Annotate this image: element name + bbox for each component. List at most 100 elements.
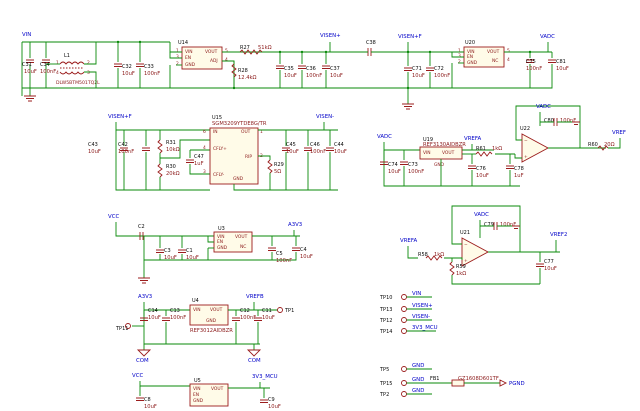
c79-value: 100nF [500,222,516,228]
net-label-vrefa-2[interactable]: VREFA [400,238,417,244]
c11-value: 10uF [262,315,275,321]
u21-opamp[interactable]: U21 − + [460,230,489,267]
c42-ref[interactable]: C42 [118,142,128,148]
tp12-row[interactable]: TP12 VISEN- [379,314,432,324]
u20-ldo[interactable]: U20 VIN EN GND VOUT NC 1 3 2 5 4 [458,40,510,68]
net-label-vrefb[interactable]: VREFB [246,294,264,300]
c45-ref[interactable]: C45 [286,142,296,148]
u4-reference[interactable]: U4 VIN VOUT GND REF3012AIDBZR [189,298,233,334]
r60-ref[interactable]: R60 [588,142,598,148]
u14-ref: U14 [178,40,188,46]
c36-ref[interactable]: C36 [306,66,316,72]
tp1-label[interactable]: TP1 [284,308,294,314]
c31-ref[interactable]: C31 [22,62,32,68]
tp14-row[interactable]: TP14 3V3_MCU [379,325,438,335]
net-label-vin[interactable]: VIN [22,32,31,38]
net-label-a3v3-2[interactable]: A3V3 [138,294,152,300]
net-label-visen-plus-f-2[interactable]: VISEN+F [108,114,132,120]
tp10-row[interactable]: TP10 VIN [379,291,432,301]
tp12-label: TP12 [379,318,392,324]
c47-ref[interactable]: C47 [194,154,204,160]
tp13-row[interactable]: TP13 VISEN+ [379,303,433,313]
c37-ref[interactable]: C37 [330,66,340,72]
tp11-label[interactable]: TP11 [115,326,128,332]
r29-ref[interactable]: R29 [274,162,284,168]
svg-text:6: 6 [203,129,206,135]
r30-ref[interactable]: R30 [166,164,176,170]
c75-ref[interactable]: C75 [526,59,536,65]
u19-reference[interactable]: U19 REF3130AIDBZR VIN VOUT GND [419,137,466,168]
c81-ref[interactable]: C81 [556,59,566,65]
reference-buffer-section: VADC C74 10uF C73 100nF U19 REF3130AIDBZ… [377,104,626,187]
net-label-vadc[interactable]: VADC [540,34,555,40]
u15-charge-pump[interactable]: U15 SGM3209YTDE8G/TR IN OUT CFLY+ RIP CF… [203,115,267,185]
net-label-vadc-u21[interactable]: VADC [474,212,489,218]
u5-ldo[interactable]: U5 VIN EN GND VOUT [189,378,229,407]
svg-text:CFLY-: CFLY- [213,172,225,178]
c73-ref[interactable]: C73 [408,162,418,168]
u3-ldo[interactable]: U3 VIN EN GND VOUT NC [213,226,253,253]
net-label-pgnd[interactable]: PGND [509,381,525,387]
r27-ref[interactable]: R27 [240,45,250,51]
net-label-visen-plus-f[interactable]: VISEN+F [398,34,422,40]
tp5-net: GND [412,363,424,369]
net-label-vcc[interactable]: VCC [108,214,119,220]
c2-ref[interactable]: C2 [138,224,145,230]
net-label-com-2[interactable]: COM [248,358,261,364]
svg-text:GND: GND [467,60,478,66]
u14-ldo[interactable]: U14 VIN EN GND VOUT ADJ 1 3 2 5 4 [176,40,228,70]
c12-ref[interactable]: C12 [240,308,250,314]
r28-value: 12.4kΩ [238,75,257,81]
net-label-visen-minus[interactable]: VISEN- [316,114,334,120]
c14-ref[interactable]: C14 [148,308,158,314]
svg-text:VOUT: VOUT [205,49,218,55]
c46-ref[interactable]: C46 [310,142,320,148]
r31-ref[interactable]: R31 [166,140,176,146]
c79-ref[interactable]: C79 [484,222,494,228]
net-label-vref[interactable]: VREF [612,130,626,136]
c44-ref[interactable]: C44 [334,142,344,148]
net-label-vcc-2[interactable]: VCC [132,373,143,379]
tp5-row[interactable]: TP5 GND [379,363,432,373]
c76-ref[interactable]: C76 [476,166,486,172]
l1-choke[interactable]: L1 1 4 2 3 DLW5BTM501TQ2L [56,53,100,86]
r59-ref[interactable]: R59 [456,264,466,270]
c43-ref[interactable]: C43 [88,142,98,148]
net-label-visen-plus[interactable]: VISEN+ [320,33,341,39]
net-label-vadc-u22[interactable]: VADC [536,104,551,110]
c9-ref[interactable]: C9 [268,397,275,403]
c4-ref[interactable]: C4 [300,247,307,253]
u22-opamp[interactable]: U22 − + [520,126,549,163]
c13-ref[interactable]: C13 [170,308,180,314]
c1-ref[interactable]: C1 [186,248,193,254]
net-label-3v3-mcu[interactable]: 3V3_MCU [252,374,278,380]
tp15-row[interactable]: TP15 GND FB1 GZ1608D601TF PGND [379,376,525,387]
net-label-vref2[interactable]: VREF2 [550,232,567,238]
c8-ref[interactable]: C8 [144,397,151,403]
c32-ref[interactable]: C32 [122,64,132,70]
c35-ref[interactable]: C35 [284,66,294,72]
c80-ref[interactable]: C80 [544,118,554,124]
r58-ref[interactable]: R58 [418,252,428,258]
c34-ref[interactable]: C34 [40,62,50,68]
net-label-vrefa[interactable]: VREFA [464,136,481,142]
c74-ref[interactable]: C74 [388,162,398,168]
c5-ref[interactable]: C5 [276,251,283,257]
c11-ref[interactable]: C11 [262,308,272,314]
c77-ref[interactable]: C77 [544,259,554,265]
c71-ref[interactable]: C71 [412,66,422,72]
c72-ref[interactable]: C72 [434,66,444,72]
c3-ref[interactable]: C3 [164,248,171,254]
input-filter-section: VIN C31 10uF C34 100nF L1 1 4 2 3 DLW5BT… [21,32,569,110]
c78-ref[interactable]: C78 [514,166,524,172]
net-label-a3v3[interactable]: A3V3 [288,222,302,228]
c38-ref[interactable]: C38 [366,40,376,46]
net-label-vadc-2[interactable]: VADC [377,134,392,140]
c33-ref[interactable]: C33 [144,64,154,70]
r28-ref[interactable]: R28 [238,68,248,74]
svg-text:3: 3 [87,70,90,76]
c1-value: 10uF [186,255,199,261]
net-label-com-1[interactable]: COM [136,358,149,364]
r61-ref[interactable]: R61 [476,146,486,152]
tp2-row[interactable]: TP2 GND [379,388,432,398]
